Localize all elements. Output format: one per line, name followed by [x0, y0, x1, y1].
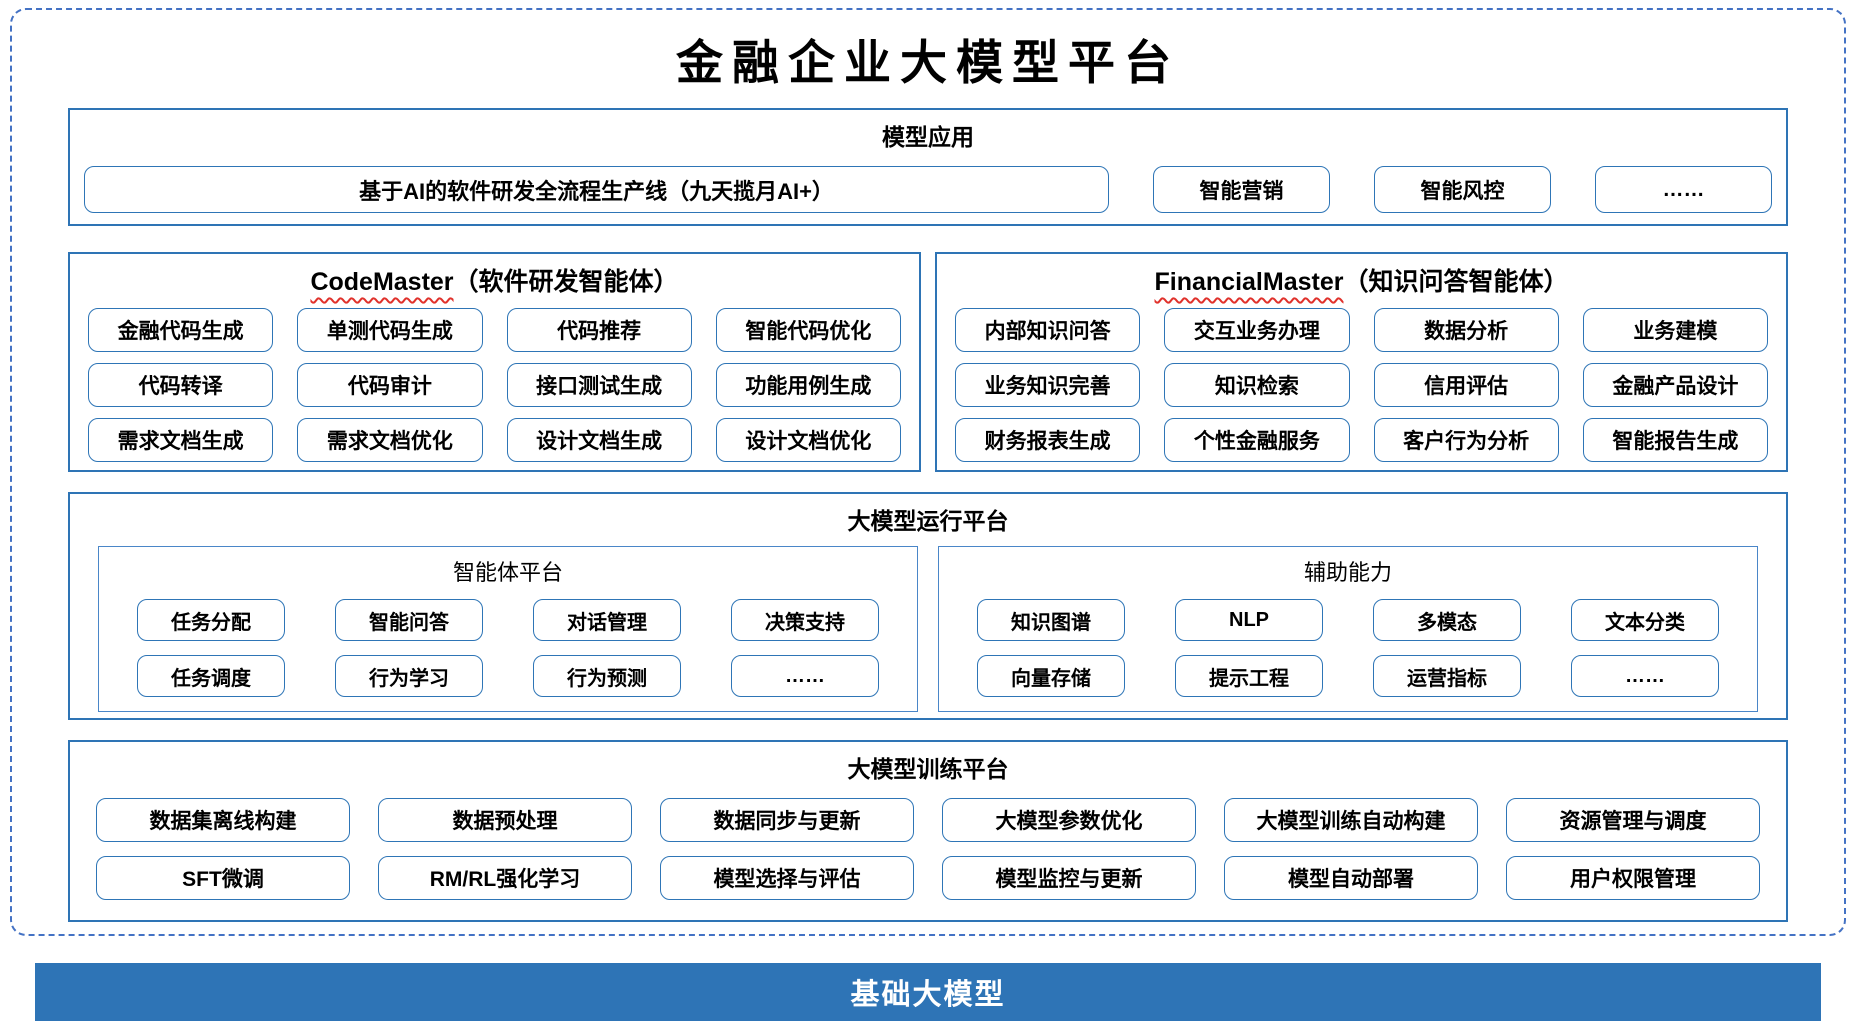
- financial-master-item: 财务报表生成: [955, 418, 1141, 462]
- app-item-risk-control: 智能风控: [1374, 166, 1551, 213]
- training-item: 数据预处理: [378, 798, 632, 842]
- agents-row: CodeMaster（软件研发智能体） 金融代码生成 单测代码生成 代码推荐 智…: [68, 252, 1788, 472]
- financial-master-item: 内部知识问答: [955, 308, 1141, 352]
- aux-ability-grid: 知识图谱 NLP 多模态 文本分类 向量存储 提示工程 运营指标 ……: [977, 599, 1719, 697]
- training-item: 数据集离线构建: [96, 798, 350, 842]
- aux-ability-item: ……: [1571, 655, 1719, 697]
- agent-platform-title: 智能体平台: [452, 560, 563, 585]
- training-item: 用户权限管理: [1506, 856, 1760, 900]
- agent-platform-item: 任务调度: [137, 655, 285, 697]
- training-item: RM/RL强化学习: [378, 856, 632, 900]
- financial-master-title-zh: （知识问答智能体）: [1343, 268, 1569, 296]
- runtime-subsections: 智能体平台 任务分配 智能问答 对话管理 决策支持 任务调度 行为学习 行为预测…: [98, 546, 1758, 712]
- app-item-marketing: 智能营销: [1153, 166, 1330, 213]
- code-master-item: 设计文档优化: [715, 418, 901, 462]
- training-item: 数据同步与更新: [660, 798, 914, 842]
- subsection-aux-ability: 辅助能力 知识图谱 NLP 多模态 文本分类 向量存储 提示工程 运营指标 ……: [938, 546, 1758, 712]
- agent-platform-item: 行为学习: [335, 655, 483, 697]
- section-model-applications: 模型应用 基于AI的软件研发全流程生产线（九天揽月AI+） 智能营销 智能风控 …: [68, 108, 1788, 226]
- code-master-title-zh: （软件研发智能体）: [453, 268, 679, 296]
- financial-master-item: 数据分析: [1373, 308, 1559, 352]
- page-title: 金融企业大模型平台: [676, 36, 1180, 91]
- code-master-item: 金融代码生成: [88, 308, 274, 352]
- training-item: 模型监控与更新: [942, 856, 1196, 900]
- training-item: 大模型参数优化: [942, 798, 1196, 842]
- code-master-item: 接口测试生成: [506, 363, 692, 407]
- code-master-grid: 金融代码生成 单测代码生成 代码推荐 智能代码优化 代码转译 代码审计 接口测试…: [88, 308, 901, 462]
- section-financial-master: FinancialMaster（知识问答智能体） 内部知识问答 交互业务办理 数…: [935, 252, 1788, 472]
- aux-ability-item: 提示工程: [1175, 655, 1323, 697]
- code-master-item: 代码审计: [297, 363, 483, 407]
- section-training-platform: 大模型训练平台 数据集离线构建 数据预处理 数据同步与更新 大模型参数优化 大模…: [68, 740, 1788, 922]
- agent-platform-item: 行为预测: [533, 655, 681, 697]
- training-item: 大模型训练自动构建: [1224, 798, 1478, 842]
- training-item: SFT微调: [96, 856, 350, 900]
- agent-platform-item: 决策支持: [731, 599, 879, 641]
- aux-ability-item: 知识图谱: [977, 599, 1125, 641]
- training-item: 模型选择与评估: [660, 856, 914, 900]
- runtime-title: 大模型运行平台: [847, 508, 1009, 534]
- financial-master-item: 知识检索: [1164, 363, 1350, 407]
- agent-platform-item: ……: [731, 655, 879, 697]
- section-model-applications-title: 模型应用: [882, 124, 974, 150]
- platform-frame: 金融企业大模型平台 模型应用 基于AI的软件研发全流程生产线（九天揽月AI+） …: [10, 8, 1846, 936]
- model-applications-row: 基于AI的软件研发全流程生产线（九天揽月AI+） 智能营销 智能风控 ……: [84, 166, 1772, 213]
- subsection-agent-platform: 智能体平台 任务分配 智能问答 对话管理 决策支持 任务调度 行为学习 行为预测…: [98, 546, 918, 712]
- code-master-item: 单测代码生成: [297, 308, 483, 352]
- code-master-item: 功能用例生成: [715, 363, 901, 407]
- code-master-item: 智能代码优化: [715, 308, 901, 352]
- code-master-item: 需求文档优化: [297, 418, 483, 462]
- app-item-more: ……: [1595, 166, 1772, 213]
- agent-platform-item: 智能问答: [335, 599, 483, 641]
- training-item: 资源管理与调度: [1506, 798, 1760, 842]
- code-master-item: 代码推荐: [506, 308, 692, 352]
- financial-master-item: 业务知识完善: [955, 363, 1141, 407]
- training-title: 大模型训练平台: [847, 756, 1009, 782]
- agent-platform-item: 对话管理: [533, 599, 681, 641]
- code-master-item: 需求文档生成: [88, 418, 274, 462]
- financial-master-item: 金融产品设计: [1582, 363, 1768, 407]
- app-item-ai-pipeline: 基于AI的软件研发全流程生产线（九天揽月AI+）: [84, 166, 1109, 213]
- aux-ability-item: NLP: [1175, 599, 1323, 641]
- aux-ability-item: 多模态: [1373, 599, 1521, 641]
- training-grid: 数据集离线构建 数据预处理 数据同步与更新 大模型参数优化 大模型训练自动构建 …: [96, 798, 1760, 900]
- code-master-title: CodeMaster（软件研发智能体）: [70, 254, 919, 298]
- code-master-item: 设计文档生成: [506, 418, 692, 462]
- financial-master-item: 业务建模: [1582, 308, 1768, 352]
- section-runtime-platform: 大模型运行平台 智能体平台 任务分配 智能问答 对话管理 决策支持 任务调度 行…: [68, 492, 1788, 720]
- financial-master-item: 客户行为分析: [1373, 418, 1559, 462]
- financial-master-grid: 内部知识问答 交互业务办理 数据分析 业务建模 业务知识完善 知识检索 信用评估…: [955, 308, 1768, 462]
- agent-platform-item: 任务分配: [137, 599, 285, 641]
- financial-master-item: 交互业务办理: [1164, 308, 1350, 352]
- code-master-title-en: CodeMaster: [310, 268, 454, 296]
- foundation-model-bar: 基础大模型: [35, 963, 1821, 1021]
- aux-ability-item: 向量存储: [977, 655, 1125, 697]
- financial-master-item: 个性金融服务: [1164, 418, 1350, 462]
- financial-master-title-en: FinancialMaster: [1154, 268, 1344, 296]
- agent-platform-grid: 任务分配 智能问答 对话管理 决策支持 任务调度 行为学习 行为预测 ……: [137, 599, 879, 697]
- aux-ability-title: 辅助能力: [1303, 560, 1392, 585]
- training-item: 模型自动部署: [1224, 856, 1478, 900]
- code-master-item: 代码转译: [88, 363, 274, 407]
- financial-master-item: 信用评估: [1373, 363, 1559, 407]
- section-code-master: CodeMaster（软件研发智能体） 金融代码生成 单测代码生成 代码推荐 智…: [68, 252, 921, 472]
- financial-master-item: 智能报告生成: [1582, 418, 1768, 462]
- aux-ability-item: 文本分类: [1571, 599, 1719, 641]
- aux-ability-item: 运营指标: [1373, 655, 1521, 697]
- financial-master-title: FinancialMaster（知识问答智能体）: [937, 254, 1786, 298]
